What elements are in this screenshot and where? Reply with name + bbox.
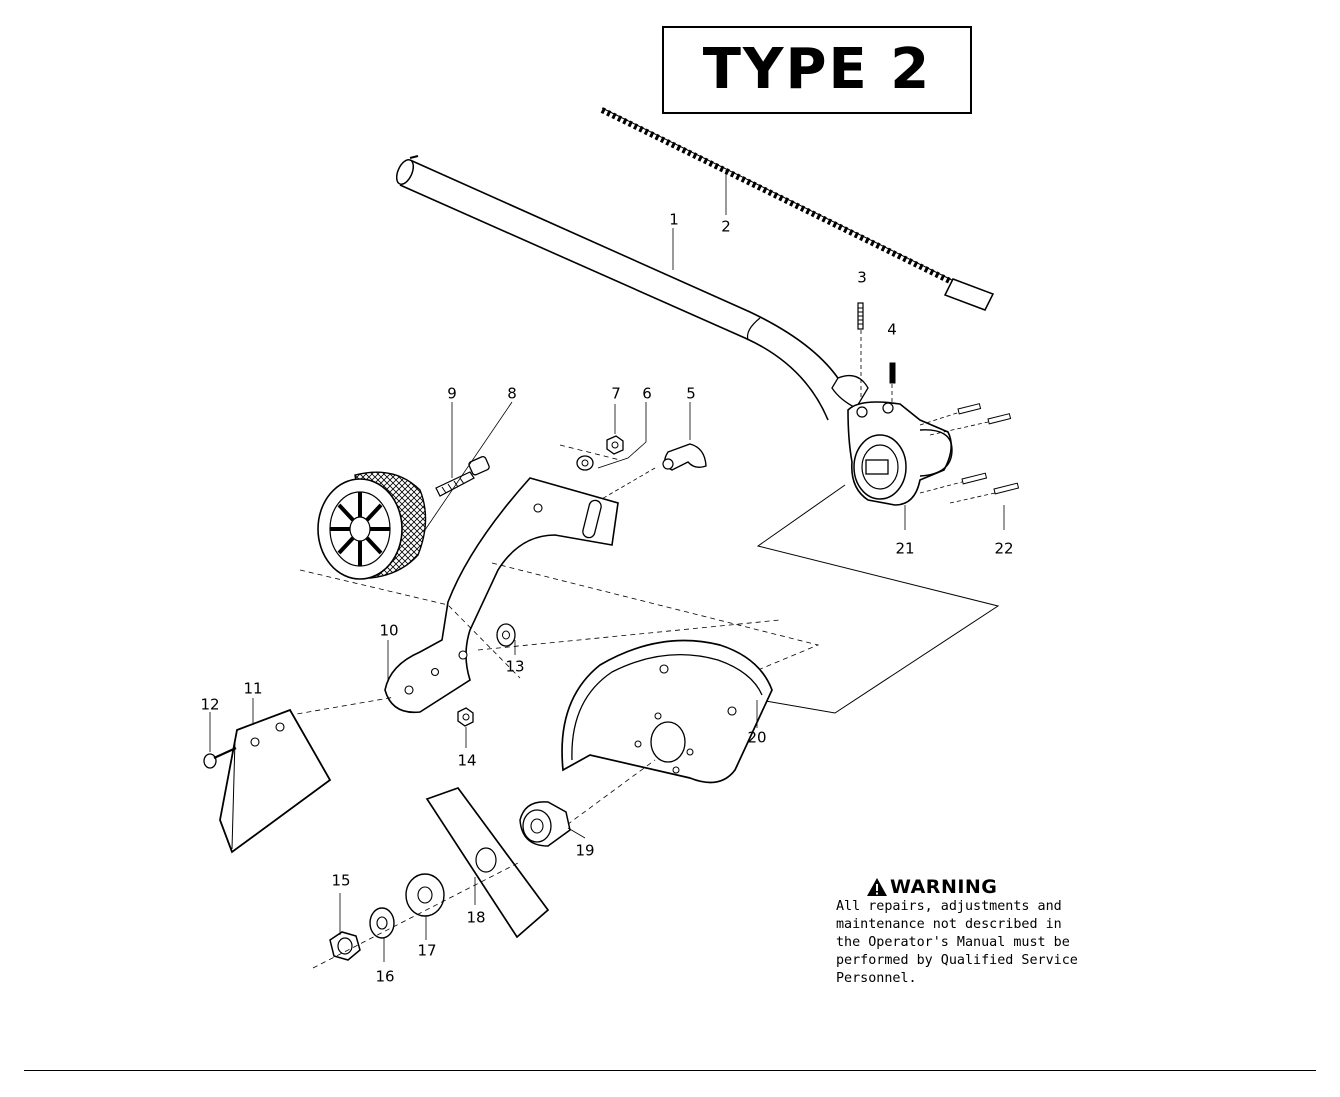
warning-notice: WARNING All repairs, adjustments and main… xyxy=(836,876,1086,988)
screw-part-3 xyxy=(857,302,864,400)
callout-10: 10 xyxy=(379,621,399,640)
callout-6: 6 xyxy=(642,384,652,403)
callout-17: 17 xyxy=(417,941,437,960)
warning-header: WARNING xyxy=(866,876,1086,898)
washer-part-17 xyxy=(405,873,445,940)
nut-part-7 xyxy=(606,404,624,455)
callout-4: 4 xyxy=(887,320,897,339)
warning-line: the Operator's Manual must be xyxy=(836,935,1070,950)
callout-20: 20 xyxy=(747,728,767,747)
callout-21: 21 xyxy=(895,539,915,558)
drive-cable-part xyxy=(600,107,995,311)
warning-line: All repairs, adjustments and xyxy=(836,899,1062,914)
diagram-title: TYPE 2 xyxy=(702,37,932,102)
callout-7: 7 xyxy=(611,384,621,403)
warning-title: WARNING xyxy=(890,876,998,898)
shaft-tube-part xyxy=(395,155,869,421)
edger-blade-part xyxy=(425,786,550,939)
footer-divider xyxy=(24,1070,1316,1071)
callout-18: 18 xyxy=(466,908,486,927)
shield-screw-part xyxy=(203,712,237,769)
callout-19: 19 xyxy=(575,841,595,860)
callout-16: 16 xyxy=(375,967,395,986)
debris-shield-part xyxy=(219,698,332,854)
warning-line: Personnel. xyxy=(836,971,917,986)
wheel-bolt-part xyxy=(435,402,490,497)
bracket-part xyxy=(384,477,619,714)
warning-text: All repairs, adjustments and maintenance … xyxy=(836,898,1086,988)
callout-14: 14 xyxy=(457,751,477,770)
callout-11: 11 xyxy=(243,679,263,698)
flange-nut-part xyxy=(329,893,361,961)
callout-15: 15 xyxy=(331,871,351,890)
diagram-title-box: TYPE 2 xyxy=(662,26,972,114)
warning-line: performed by Qualified Service xyxy=(836,953,1078,968)
nut-part-14 xyxy=(457,707,474,748)
callout-22: 22 xyxy=(994,539,1014,558)
callout-9: 9 xyxy=(447,384,457,403)
gearbox-part xyxy=(847,401,953,530)
blade-axis-line xyxy=(312,861,521,969)
callout-1: 1 xyxy=(669,210,679,229)
bolt-set-part xyxy=(919,403,1020,530)
blade-adapter-part xyxy=(519,801,586,847)
warning-triangle-icon xyxy=(867,878,887,896)
warning-line: maintenance not described in xyxy=(836,917,1062,932)
wheel-part xyxy=(317,401,513,580)
gearbox-guide-line xyxy=(756,484,1000,714)
washer-part-6 xyxy=(576,402,647,471)
callout-2: 2 xyxy=(721,217,731,236)
knob-part xyxy=(599,402,707,501)
callout-12: 12 xyxy=(200,695,220,714)
washer-part-16 xyxy=(369,907,395,962)
blade-guard-part xyxy=(559,639,773,831)
callout-8: 8 xyxy=(507,384,517,403)
washer-part-13 xyxy=(496,623,516,655)
callout-3: 3 xyxy=(857,268,867,287)
callout-13: 13 xyxy=(505,657,525,676)
screw-part-4 xyxy=(889,362,896,405)
callout-5: 5 xyxy=(686,384,696,403)
